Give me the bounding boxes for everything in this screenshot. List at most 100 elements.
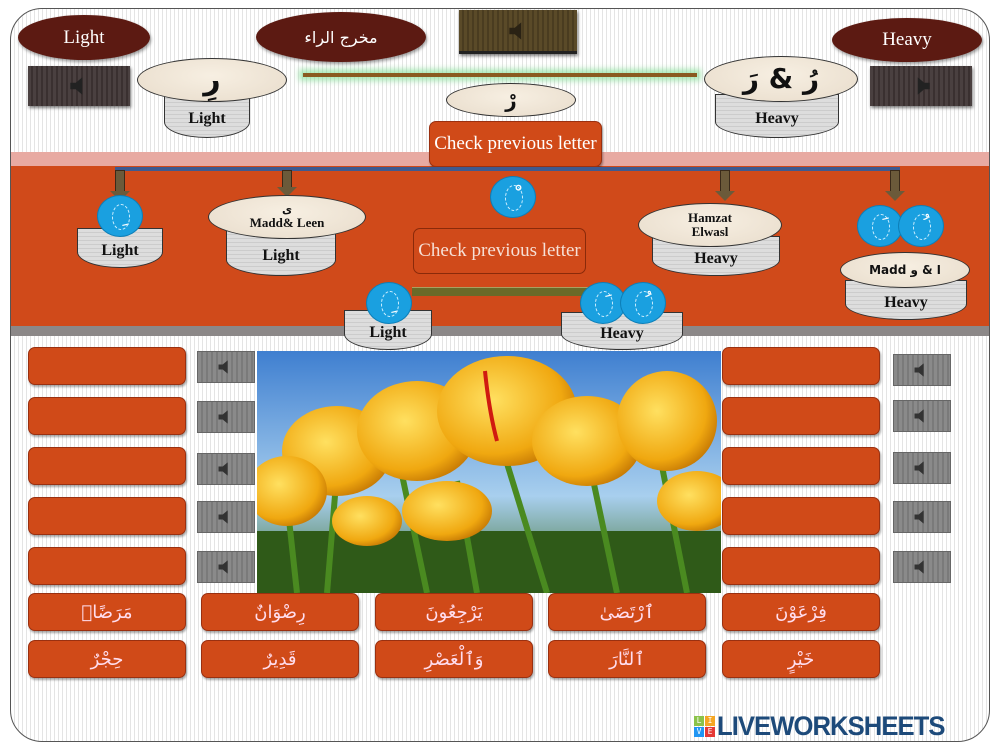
check-previous-text: Check previous letter — [418, 239, 581, 261]
result-label: Heavy — [884, 294, 928, 311]
audio-button[interactable] — [893, 501, 951, 533]
result-label: Heavy — [600, 325, 644, 342]
madd-letter: ى — [281, 203, 293, 217]
speaker-icon — [914, 409, 924, 423]
result-label: Light — [101, 242, 139, 259]
ra-letter: رِ — [203, 62, 221, 98]
word-text: خَيْرٍ — [787, 648, 815, 670]
answer-drop-box[interactable] — [722, 397, 880, 435]
speaker-icon — [914, 461, 924, 475]
audio-button[interactable] — [893, 551, 951, 583]
word-tile[interactable]: قَدِيرٌ — [201, 640, 359, 678]
word-text: فِرْعَوْنَ — [775, 601, 827, 623]
ra-letter: رْ — [505, 87, 517, 112]
answer-drop-box[interactable] — [28, 497, 186, 535]
speaker-icon — [218, 360, 228, 374]
word-text: حِجْرٌ — [90, 648, 124, 670]
check-previous-letter-box: Check previous letter — [429, 121, 602, 167]
answer-drop-box[interactable] — [28, 347, 186, 385]
word-text: ٱلنَّارَ — [609, 648, 645, 670]
word-tile[interactable]: ٱرْتَضَىٰ — [548, 593, 706, 631]
answer-drop-box[interactable] — [28, 447, 186, 485]
word-tile[interactable]: ٱلنَّارَ — [548, 640, 706, 678]
word-tile[interactable]: فِرْعَوْنَ — [722, 593, 880, 631]
ra-heavy-oval: رُ & رَ — [704, 56, 858, 102]
light-title: Light — [63, 26, 105, 48]
fatha-circle: َ — [580, 282, 626, 324]
madd-label: Madd& Leen — [249, 214, 325, 230]
ra-sukun-oval: رْ — [446, 83, 576, 117]
word-tile[interactable]: خَيْرٍ — [722, 640, 880, 678]
page-title: مخرج الراء — [304, 27, 378, 47]
answer-drop-box[interactable] — [28, 547, 186, 585]
word-tile[interactable]: حِجْرٌ — [28, 640, 186, 678]
arrow-down-icon — [110, 170, 130, 201]
result-cylinder: Light — [77, 228, 163, 268]
sukun-circle: ْ — [490, 176, 536, 218]
heavy-title: Heavy — [882, 29, 932, 50]
speaker-icon — [914, 560, 924, 574]
connector-line — [303, 73, 697, 77]
hamzat-label: Hamzat Elwasl — [687, 210, 733, 239]
speaker-icon — [218, 560, 228, 574]
result-label: Heavy — [755, 110, 799, 127]
logo-text: LIVEWORKSHEETS — [717, 711, 946, 741]
speaker-icon — [218, 462, 228, 476]
word-tile[interactable]: مَرَضًاۗ — [28, 593, 186, 631]
light-audio-button[interactable] — [28, 66, 130, 106]
result-label: Light — [262, 247, 300, 264]
answer-drop-box[interactable] — [722, 447, 880, 485]
answer-drop-box[interactable] — [722, 547, 880, 585]
result-label: Light — [369, 324, 407, 341]
audio-button[interactable] — [197, 401, 255, 433]
audio-button[interactable] — [893, 400, 951, 432]
check-previous-text: Check previous letter — [434, 132, 597, 154]
damma-circle: ُ — [898, 205, 944, 247]
answer-drop-box[interactable] — [722, 497, 880, 535]
damma-circle: ُ — [620, 282, 666, 324]
speaker-icon — [218, 510, 228, 524]
madd-label: Madd ا & و — [869, 262, 941, 277]
arrow-down-icon — [277, 170, 297, 197]
title-audio-button[interactable] — [459, 10, 577, 54]
word-text: يَرْجِعُونَ — [425, 601, 483, 623]
result-label: Light — [188, 110, 226, 127]
light-title-oval: Light — [18, 15, 150, 60]
audio-button[interactable] — [197, 551, 255, 583]
speaker-icon — [914, 363, 924, 377]
heavy-title-oval: Heavy — [832, 18, 982, 62]
answer-drop-box[interactable] — [28, 397, 186, 435]
word-text: مَرَضًاۗ — [81, 601, 133, 623]
audio-button[interactable] — [893, 354, 951, 386]
audio-button[interactable] — [197, 453, 255, 485]
result-cylinder: Heavy — [561, 312, 683, 350]
word-tile[interactable]: وَٱلْعَصْرِ — [375, 640, 533, 678]
speaker-icon — [509, 21, 522, 40]
speaker-icon — [917, 77, 930, 95]
kasra-circle: ِ — [366, 282, 412, 324]
page-title-oval: مخرج الراء — [256, 12, 426, 62]
audio-button[interactable] — [197, 501, 255, 533]
audio-button[interactable] — [893, 452, 951, 484]
answer-drop-box[interactable] — [722, 347, 880, 385]
hamzat-elwasl-oval: Hamzat Elwasl — [638, 203, 782, 247]
ra-letter: رُ & رَ — [742, 62, 820, 96]
speaker-icon — [914, 510, 924, 524]
audio-button[interactable] — [197, 351, 255, 383]
kasra-circle: ِ — [97, 195, 143, 237]
check-previous-letter-box-2: Check previous letter — [413, 228, 586, 274]
speaker-icon — [218, 410, 228, 424]
word-text: قَدِيرٌ — [263, 648, 297, 670]
word-tile[interactable]: يَرْجِعُونَ — [375, 593, 533, 631]
heavy-audio-button[interactable] — [870, 66, 972, 106]
result-label: Heavy — [694, 250, 738, 267]
word-tile[interactable]: رِضْوَانٌ — [201, 593, 359, 631]
grey-band — [11, 326, 989, 336]
ra-kasra-oval: رِ — [137, 58, 287, 102]
fatha-circle: َ — [857, 205, 903, 247]
tulip-image — [257, 351, 721, 593]
arrow-down-icon — [715, 170, 735, 201]
